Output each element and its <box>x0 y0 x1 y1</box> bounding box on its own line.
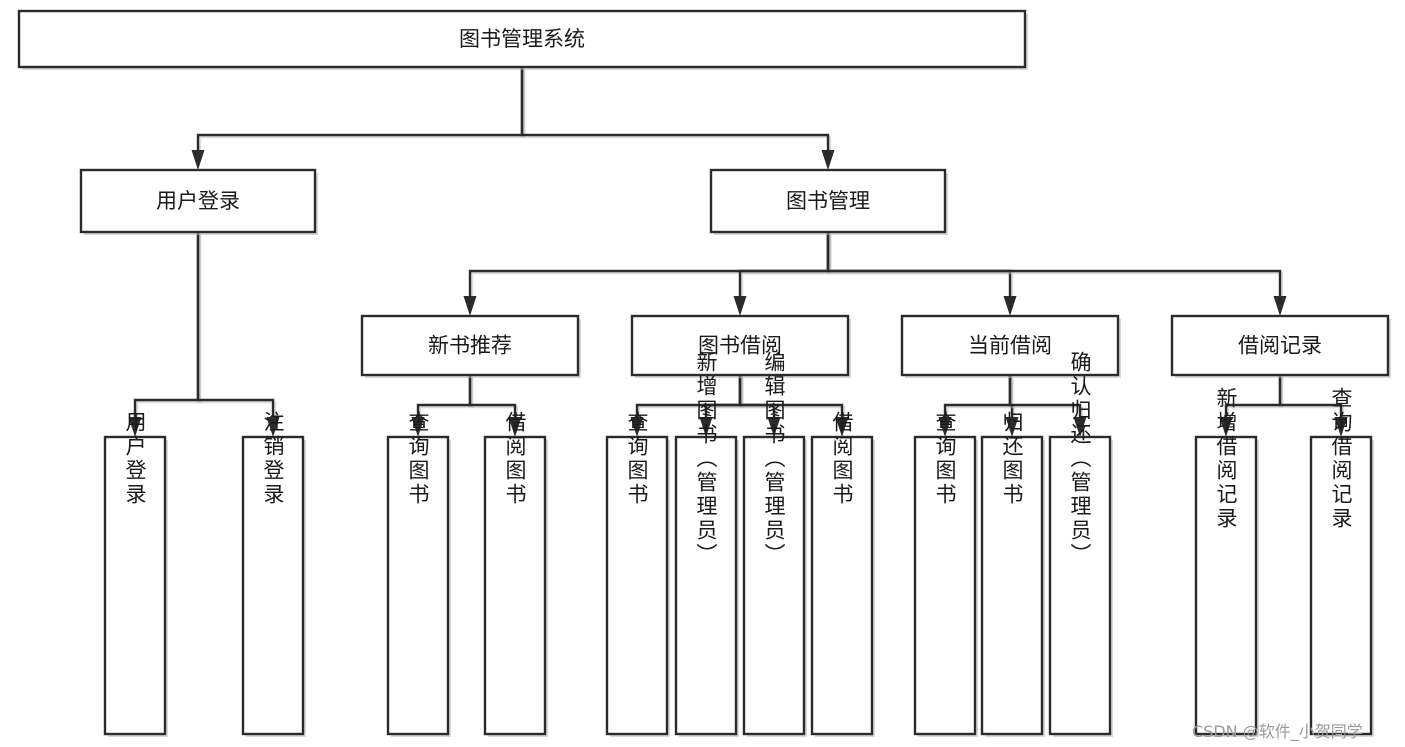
arrow-head-icon <box>1334 417 1348 437</box>
node-box[interactable] <box>900 314 1120 377</box>
watermark-label: CSDN @软件_小贺同学 <box>1192 722 1363 741</box>
edge-current-borrow-to-leaf-confirm-return <box>1008 375 1087 437</box>
node-label: 确认归还（管理员） <box>1068 351 1092 567</box>
node-box[interactable] <box>1170 314 1390 377</box>
arrow-head-icon <box>630 417 644 437</box>
node-box[interactable] <box>605 435 669 736</box>
node-leaf-borrow-book-2[interactable]: 借阅图书 <box>810 411 875 737</box>
node-box[interactable] <box>79 168 317 234</box>
node-label: 新书推荐 <box>428 334 512 358</box>
node-borrow-record[interactable]: 借阅记录 <box>1170 314 1391 378</box>
node-label: 图书借阅 <box>698 334 782 358</box>
node-label: 查询图书 <box>933 411 957 507</box>
node-leaf-logout[interactable]: 注销登录 <box>241 411 306 737</box>
arrow-head-icon <box>266 417 280 437</box>
node-current-borrow[interactable]: 当前借阅 <box>900 314 1121 378</box>
node-label: 借阅图书 <box>830 411 854 507</box>
arrow-head-icon <box>1073 417 1087 437</box>
node-leaf-query-book-2[interactable]: 查询图书 <box>605 411 670 737</box>
arrow-head-icon <box>1273 296 1287 316</box>
node-leaf-add-book[interactable]: 新增图书（管理员） <box>674 351 739 737</box>
node-box[interactable] <box>674 435 738 736</box>
node-box[interactable] <box>1048 435 1112 736</box>
node-root[interactable]: 图书管理系统 <box>17 9 1028 70</box>
node-label: 借阅图书 <box>503 411 527 507</box>
arrow-head-icon <box>733 296 747 316</box>
node-box[interactable] <box>810 435 874 736</box>
node-label: 查询图书 <box>625 411 649 507</box>
node-box[interactable] <box>103 435 167 736</box>
edge-borrow-record-to-leaf-query-record <box>1278 375 1348 437</box>
node-leaf-borrow-book-1[interactable]: 借阅图书 <box>483 411 548 737</box>
edge-new-book-rec-to-leaf-borrow-book-1 <box>468 375 522 437</box>
arrow-head-icon <box>191 150 205 170</box>
node-box[interactable] <box>980 435 1044 736</box>
edge-root-to-user-login <box>191 67 526 170</box>
node-label: 新增借阅记录 <box>1214 387 1238 531</box>
arrow-head-icon <box>1005 417 1019 437</box>
node-leaf-edit-book[interactable]: 编辑图书（管理员） <box>742 351 807 737</box>
node-leaf-user-login[interactable]: 用户登录 <box>103 411 168 737</box>
node-book-manage[interactable]: 图书管理 <box>709 168 948 235</box>
node-leaf-query-book-1[interactable]: 查询图书 <box>386 411 451 737</box>
node-leaf-return-book[interactable]: 归还图书 <box>980 411 1045 737</box>
node-box[interactable] <box>386 435 450 736</box>
node-label: 新增图书（管理员） <box>694 351 718 567</box>
node-leaf-query-record[interactable]: 查询借阅记录 <box>1309 387 1374 737</box>
node-label: 用户登录 <box>123 411 147 507</box>
node-label: 借阅记录 <box>1238 334 1322 358</box>
arrow-head-icon <box>1219 417 1233 437</box>
node-leaf-confirm-return[interactable]: 确认归还（管理员） <box>1048 351 1113 737</box>
node-leaf-query-book-3[interactable]: 查询图书 <box>913 411 978 737</box>
node-box[interactable] <box>742 435 806 736</box>
node-label: 图书管理 <box>786 189 870 213</box>
arrow-head-icon <box>128 417 142 437</box>
node-label: 图书管理系统 <box>459 27 585 51</box>
node-label: 查询借阅记录 <box>1329 387 1353 531</box>
arrow-head-icon <box>411 417 425 437</box>
node-box[interactable] <box>17 9 1027 69</box>
node-box[interactable] <box>630 314 850 377</box>
edge-book-manage-to-borrow-record <box>826 232 1287 316</box>
node-box[interactable] <box>360 314 580 377</box>
node-leaf-add-record[interactable]: 新增借阅记录 <box>1194 387 1259 737</box>
edge-book-manage-to-book-borrow <box>733 232 832 316</box>
node-label: 当前借阅 <box>968 334 1052 358</box>
node-box[interactable] <box>709 168 947 234</box>
edge-user-login-to-leaf-user-login <box>128 232 202 437</box>
arrow-head-icon <box>1003 296 1017 316</box>
node-label: 注销登录 <box>261 411 285 507</box>
node-box[interactable] <box>483 435 547 736</box>
edge-layer <box>128 67 1348 437</box>
edge-book-borrow-to-leaf-borrow-book-2 <box>738 375 849 437</box>
arrow-head-icon <box>463 296 477 316</box>
node-label: 用户登录 <box>156 189 240 213</box>
node-book-borrow[interactable]: 图书借阅 <box>630 314 851 378</box>
node-label: 归还图书 <box>1000 411 1024 507</box>
arrow-head-icon <box>821 150 835 170</box>
node-box[interactable] <box>913 435 977 736</box>
arrow-head-icon <box>835 417 849 437</box>
node-label: 查询图书 <box>406 411 430 507</box>
node-box[interactable] <box>241 435 305 736</box>
node-label: 编辑图书（管理员） <box>762 351 786 567</box>
arrow-head-icon <box>938 417 952 437</box>
node-layer: 图书管理系统用户登录图书管理新书推荐图书借阅当前借阅借阅记录用户登录注销登录查询… <box>17 9 1391 737</box>
node-box[interactable] <box>1194 435 1258 736</box>
arrow-head-icon <box>767 417 781 437</box>
arrow-head-icon <box>508 417 522 437</box>
edge-root-to-book-manage <box>520 67 835 170</box>
node-user-login[interactable]: 用户登录 <box>79 168 318 235</box>
arrow-head-icon <box>699 417 713 437</box>
node-box[interactable] <box>1309 435 1373 736</box>
edge-user-login-to-leaf-logout <box>196 232 280 437</box>
node-new-book-rec[interactable]: 新书推荐 <box>360 314 581 378</box>
